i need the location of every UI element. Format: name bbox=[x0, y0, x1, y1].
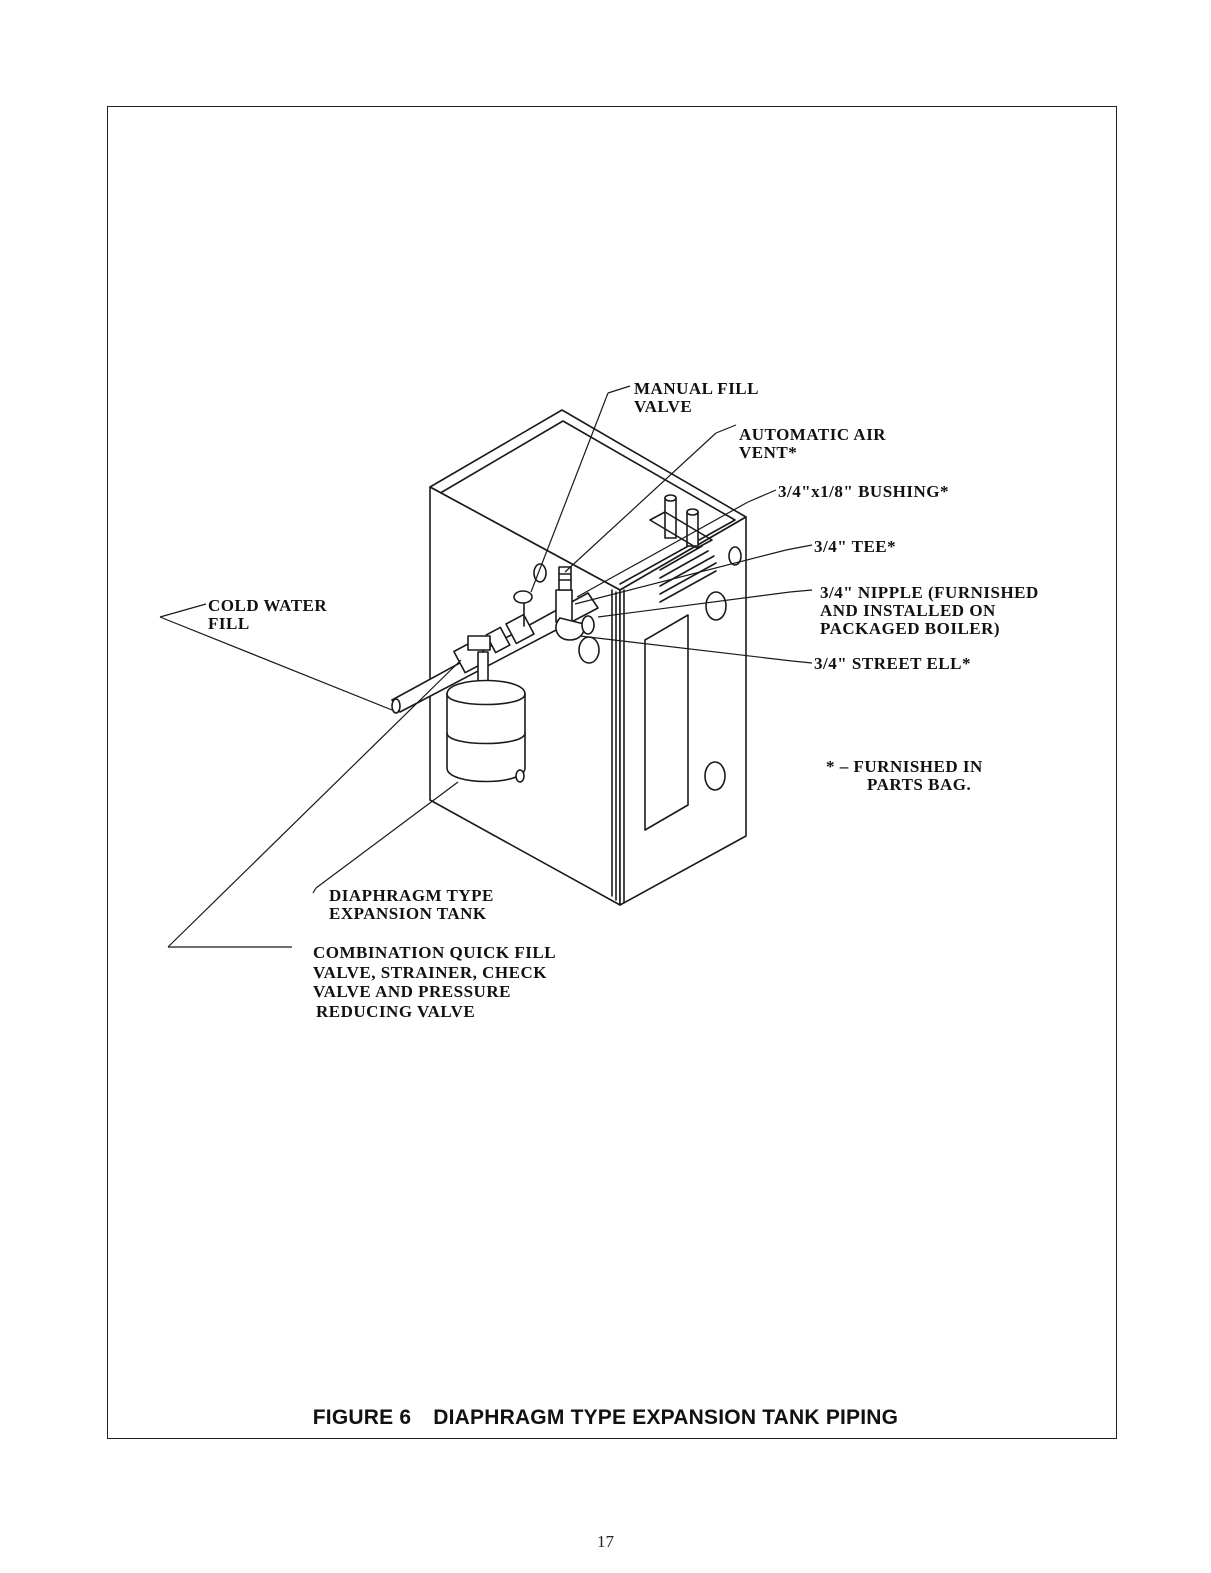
automatic-air-vent-line-2: VENT* bbox=[739, 443, 798, 462]
tee-label: 3/4" TEE* bbox=[814, 538, 896, 556]
nipple-line-3: PACKAGED BOILER) bbox=[820, 619, 1001, 638]
expansion-tank-label: DIAPHRAGM TYPE EXPANSION TANK bbox=[329, 887, 494, 923]
piping-assembly bbox=[391, 566, 599, 714]
leader-bushing bbox=[747, 489, 777, 503]
manual-fill-valve-line-1: MANUAL FILL bbox=[634, 379, 759, 398]
combination-valve-line-1: COMBINATION QUICK FILL bbox=[313, 943, 557, 962]
leader-manual-fill-valve bbox=[607, 385, 631, 394]
louvres bbox=[659, 545, 717, 603]
cold-water-fill-line-2: FILL bbox=[208, 614, 250, 633]
leader-nipple bbox=[789, 589, 813, 593]
leader-lines bbox=[159, 385, 813, 948]
page-number: 17 bbox=[597, 1532, 614, 1551]
furnished-note-line-1: * – FURNISHED IN bbox=[826, 757, 983, 776]
leader-street-ell bbox=[791, 660, 813, 664]
figure-frame bbox=[107, 106, 1117, 1439]
figure-caption: FIGURE 6 DIAPHRAGM TYPE EXPANSION TANK PI… bbox=[0, 1406, 1211, 1430]
manual-fill-valve-line-2: VALVE bbox=[634, 397, 693, 416]
expansion-tank-line-1: DIAPHRAGM TYPE bbox=[329, 886, 494, 905]
automatic-air-vent-label: AUTOMATIC AIR VENT* bbox=[739, 426, 886, 462]
bushing-text: 3/4"x1/8" BUSHING* bbox=[778, 482, 949, 501]
leader-expansion-tank bbox=[312, 887, 317, 894]
bushing-label: 3/4"x1/8" BUSHING* bbox=[778, 483, 949, 501]
street-ell-label: 3/4" STREET ELL* bbox=[814, 655, 971, 673]
combination-valve-line-3: VALVE AND PRESSURE bbox=[313, 982, 511, 1001]
leader-tee bbox=[785, 544, 813, 551]
leader-cold-water-fill bbox=[159, 603, 207, 618]
cold-water-fill-line-1: COLD WATER bbox=[208, 596, 328, 615]
furnished-note-line-2: PARTS BAG. bbox=[867, 775, 972, 794]
combination-valve-label: COMBINATION QUICK FILL VALVE, STRAINER, … bbox=[313, 943, 556, 1021]
side-panel bbox=[644, 546, 742, 831]
automatic-air-vent-line-1: AUTOMATIC AIR bbox=[739, 425, 887, 444]
figure-number: FIGURE 6 bbox=[312, 1406, 412, 1429]
figure-title: DIAPHRAGM TYPE EXPANSION TANK PIPING bbox=[433, 1406, 899, 1429]
expansion-tank bbox=[446, 651, 526, 783]
combination-valve-line-4: REDUCING VALVE bbox=[316, 1001, 476, 1021]
furnished-note: * – FURNISHED IN PARTS BAG. bbox=[826, 758, 983, 794]
manual-fill-valve-label: MANUAL FILL VALVE bbox=[634, 380, 759, 416]
street-ell-text: 3/4" STREET ELL* bbox=[814, 654, 971, 673]
combination-valve-line-2: VALVE, STRAINER, CHECK bbox=[313, 962, 547, 982]
leader-automatic-air-vent bbox=[715, 424, 737, 434]
nipple-label: 3/4" NIPPLE (FURNISHED AND INSTALLED ON … bbox=[820, 584, 1039, 638]
expansion-tank-line-2: EXPANSION TANK bbox=[329, 904, 487, 923]
nipple-line-1: 3/4" NIPPLE (FURNISHED bbox=[820, 583, 1039, 602]
cold-water-fill-label: COLD WATER FILL bbox=[208, 597, 327, 633]
nipple-line-2: AND INSTALLED ON bbox=[820, 601, 996, 620]
tee-text: 3/4" TEE* bbox=[814, 537, 897, 556]
